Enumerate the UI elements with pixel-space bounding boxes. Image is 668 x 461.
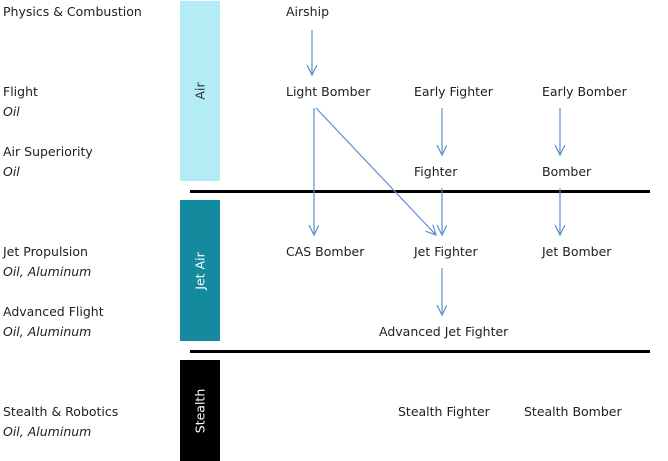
- tech-resources: Oil, Aluminum: [3, 424, 92, 439]
- tech-name: Advanced Flight: [3, 304, 104, 319]
- unit-light-bomber: Light Bomber: [286, 84, 371, 99]
- tech-resources: Oil: [3, 104, 20, 119]
- arrow-light-bomber-to-jet-fighter: [315, 107, 436, 235]
- tech-name: Air Superiority: [3, 144, 93, 159]
- tech-resources: Oil, Aluminum: [3, 324, 92, 339]
- tech-name: Stealth & Robotics: [3, 404, 119, 419]
- tech-flight: Flight Oil: [3, 84, 38, 119]
- tech-name: Physics & Combustion: [3, 4, 142, 19]
- tech-air-superiority: Air Superiority Oil: [3, 144, 93, 179]
- unit-fighter: Fighter: [414, 164, 458, 179]
- tech-jet-propulsion: Jet Propulsion Oil, Aluminum: [3, 244, 91, 279]
- unit-cas-bomber: CAS Bomber: [286, 244, 365, 259]
- tech-name: Flight: [3, 84, 38, 99]
- tech-physics-combustion: Physics & Combustion: [3, 4, 142, 19]
- tech-resources: Oil: [3, 164, 20, 179]
- band-air: Air: [180, 1, 220, 181]
- tech-advanced-flight: Advanced Flight Oil, Aluminum: [3, 304, 104, 339]
- unit-jet-fighter: Jet Fighter: [414, 244, 478, 259]
- divider-line: [190, 190, 650, 193]
- unit-jet-bomber: Jet Bomber: [542, 244, 612, 259]
- tech-resources: Oil, Aluminum: [3, 264, 92, 279]
- band-stealth: Stealth: [180, 360, 220, 461]
- unit-airship: Airship: [286, 4, 330, 19]
- unit-advanced-jet-fighter: Advanced Jet Fighter: [379, 324, 509, 339]
- unit-stealth-bomber: Stealth Bomber: [524, 404, 622, 419]
- unit-early-bomber: Early Bomber: [542, 84, 627, 99]
- tech-stealth-robotics: Stealth & Robotics Oil, Aluminum: [3, 404, 118, 439]
- tech-name: Jet Propulsion: [3, 244, 88, 259]
- unit-stealth-fighter: Stealth Fighter: [398, 404, 490, 419]
- unit-early-fighter: Early Fighter: [414, 84, 493, 99]
- band-jet-air: Jet Air: [180, 200, 220, 341]
- divider-line: [190, 350, 650, 353]
- unit-bomber: Bomber: [542, 164, 592, 179]
